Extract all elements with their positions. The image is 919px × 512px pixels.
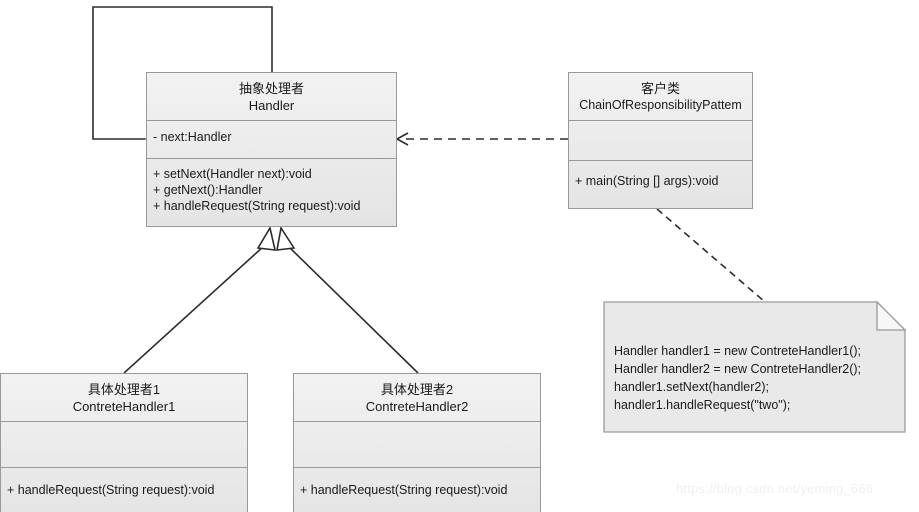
client-cn-name: 客户类: [640, 80, 680, 96]
handler-method: + handleRequest(String request):void: [153, 199, 361, 213]
concrete2-generalization-edge: [276, 225, 419, 374]
open-arrowhead: [395, 132, 409, 146]
concrete1-methods-section: + handleRequest(String request):void: [1, 467, 247, 512]
class-box-concrete-handler-2[interactable]: 具体处理者2 ContreteHandler2 + handleRequest(…: [293, 373, 541, 512]
handler-method: + setNext(Handler next):void: [153, 167, 312, 181]
concrete2-title-section: 具体处理者2 ContreteHandler2: [294, 374, 540, 421]
class-box-handler[interactable]: 抽象处理者 Handler - next:Handler + setNext(H…: [146, 72, 397, 227]
handler-methods-section: + setNext(Handler next):void + getNext()…: [147, 158, 396, 227]
concrete1-title-section: 具体处理者1 ContreteHandler1: [1, 374, 247, 421]
handler-cn-name: 抽象处理者: [238, 80, 304, 96]
code-note-line: handler1.handleRequest("two");: [614, 398, 791, 412]
watermark: https://blog.csdn.net/yeming_666: [676, 481, 874, 496]
client-dependency-edge: [395, 132, 568, 146]
generalization-triangle-right: [276, 225, 296, 251]
handler-en-name: Handler: [248, 97, 295, 113]
code-note-line: handler1.setNext(handler2);: [614, 380, 769, 394]
code-note-shape: [603, 300, 907, 433]
class-box-client[interactable]: 客户类 ChainOfResponsibilityPattem + main(S…: [568, 72, 753, 209]
concrete1-method: + handleRequest(String request):void: [7, 483, 215, 497]
class-box-concrete-handler-1[interactable]: 具体处理者1 ContreteHandler1 + handleRequest(…: [0, 373, 248, 512]
client-method: + main(String [] args):void: [575, 174, 719, 188]
concrete2-attributes-section: [294, 421, 540, 467]
client-en-name: ChainOfResponsibilityPattem: [579, 97, 742, 112]
client-title-section: 客户类 ChainOfResponsibilityPattem: [569, 73, 752, 120]
concrete1-generalization-edge: [123, 225, 277, 374]
handler-title-section: 抽象处理者 Handler: [147, 73, 396, 120]
client-methods-section: + main(String [] args):void: [569, 160, 752, 208]
handler-attribute: - next:Handler: [153, 130, 232, 144]
concrete2-method: + handleRequest(String request):void: [300, 483, 508, 497]
handler-method: + getNext():Handler: [153, 183, 263, 197]
generalization-triangle-left: [256, 225, 277, 251]
client-attributes-section: [569, 120, 752, 160]
concrete1-en-name: ContreteHandler1: [72, 398, 176, 414]
concrete2-cn-name: 具体处理者2: [380, 381, 454, 397]
concrete1-attributes-section: [1, 421, 247, 467]
concrete1-cn-name: 具体处理者1: [87, 381, 161, 397]
code-note-text: Handler handler1 = new ContreteHandler1(…: [614, 342, 897, 414]
concrete2-methods-section: + handleRequest(String request):void: [294, 467, 540, 512]
code-note-line: Handler handler1 = new ContreteHandler1(…: [614, 344, 862, 358]
code-note-line: Handler handler2 = new ContreteHandler2(…: [614, 362, 862, 376]
code-note[interactable]: Handler handler1 = new ContreteHandler1(…: [604, 302, 905, 432]
handler-attributes-section: - next:Handler: [147, 120, 396, 158]
note-anchor-edge: [656, 208, 766, 303]
concrete2-en-name: ContreteHandler2: [365, 398, 469, 414]
